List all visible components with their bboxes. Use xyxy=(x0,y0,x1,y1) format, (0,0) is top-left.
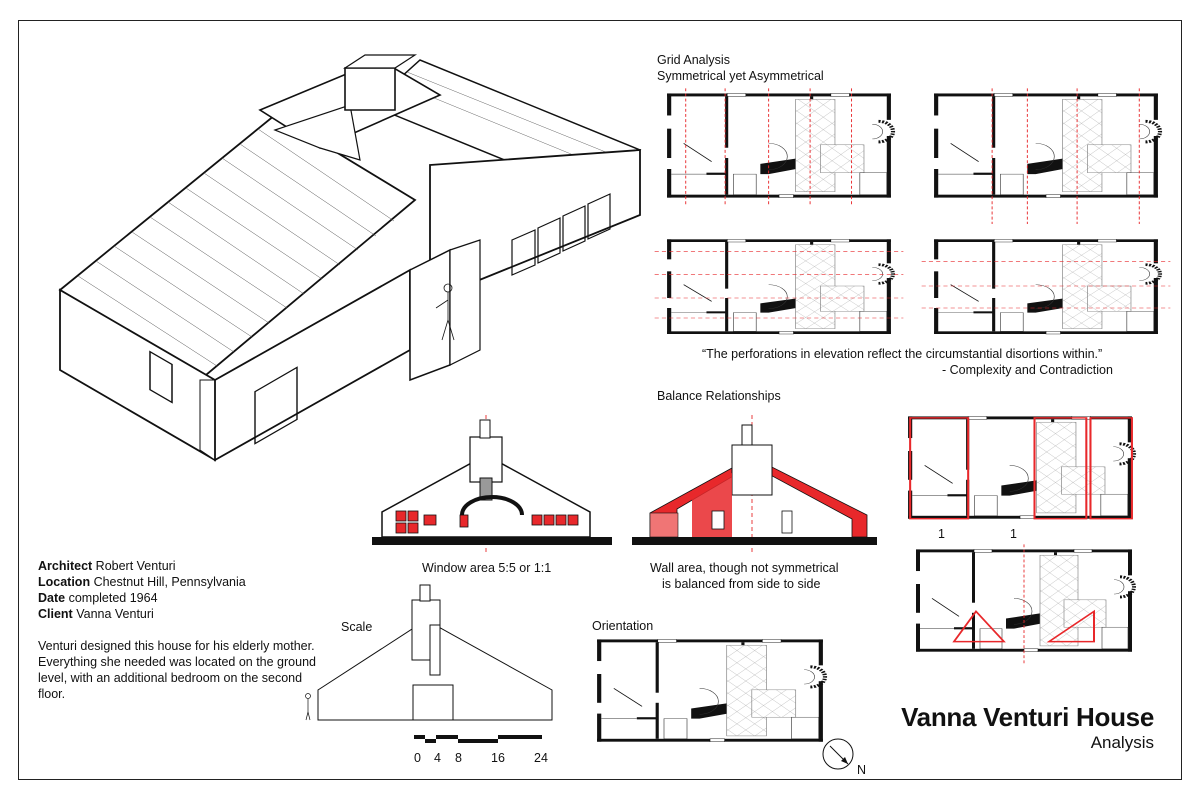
project-description: Venturi designed this house for his elde… xyxy=(38,639,316,701)
orientation-plan xyxy=(595,638,825,746)
quote-text: “The perforations in elevation reflect t… xyxy=(702,347,1103,361)
grid-analysis-title: Grid Analysis xyxy=(657,53,730,67)
grid-plan-1 xyxy=(665,88,893,206)
scale-title: Scale xyxy=(341,620,373,634)
north-label: N xyxy=(857,763,867,777)
balance-title: Balance Relationships xyxy=(657,389,781,403)
scale-tick-8: 8 xyxy=(455,751,462,765)
project-info: Architect Robert Venturi Location Chestn… xyxy=(38,558,246,622)
scale-elevation xyxy=(305,584,553,721)
window-elevation xyxy=(372,415,612,555)
window-caption: Window area 5:5 or 1:1 xyxy=(422,561,552,575)
scale-tick-16: 16 xyxy=(491,751,505,765)
project-subtitle: Analysis xyxy=(1090,733,1154,752)
grid-plan-2 xyxy=(932,88,1160,224)
scale-bar xyxy=(414,735,542,743)
wall-caption-line2: is balanced from side to side xyxy=(662,577,821,591)
location-label: Location xyxy=(38,575,91,589)
ratio-right: 1 xyxy=(1010,527,1017,541)
project-title-block: Vanna Venturi House Analysis xyxy=(901,702,1154,754)
sheet-border xyxy=(18,20,1182,780)
north-arrow-icon xyxy=(822,738,854,770)
project-title: Vanna Venturi House xyxy=(901,702,1154,732)
wall-elevation xyxy=(632,415,877,555)
isometric-view xyxy=(58,54,642,462)
balance-plan-rooms xyxy=(906,415,1134,523)
location-value: Chestnut Hill, Pennsylvania xyxy=(93,575,246,589)
quote-attribution: - Complexity and Contradiction xyxy=(942,363,1113,377)
architect-value: Robert Venturi xyxy=(95,559,176,573)
date-value: completed 1964 xyxy=(68,591,158,605)
grid-plan-3 xyxy=(654,238,904,338)
date-label: Date xyxy=(38,591,66,605)
architect-label: Architect xyxy=(38,559,93,573)
wall-caption-line1: Wall area, though not symmetrical xyxy=(650,561,839,575)
scale-tick-24: 24 xyxy=(534,751,548,765)
grid-analysis-subtitle: Symmetrical yet Asymmetrical xyxy=(657,69,824,83)
balance-plan-triangles xyxy=(914,544,1136,664)
scale-tick-0: 0 xyxy=(414,751,421,765)
grid-plan-4 xyxy=(921,238,1171,338)
client-value: Vanna Venturi xyxy=(76,607,154,621)
client-label: Client xyxy=(38,607,73,621)
orientation-title: Orientation xyxy=(592,619,654,633)
scale-tick-4: 4 xyxy=(434,751,441,765)
ratio-left: 1 xyxy=(938,527,945,541)
